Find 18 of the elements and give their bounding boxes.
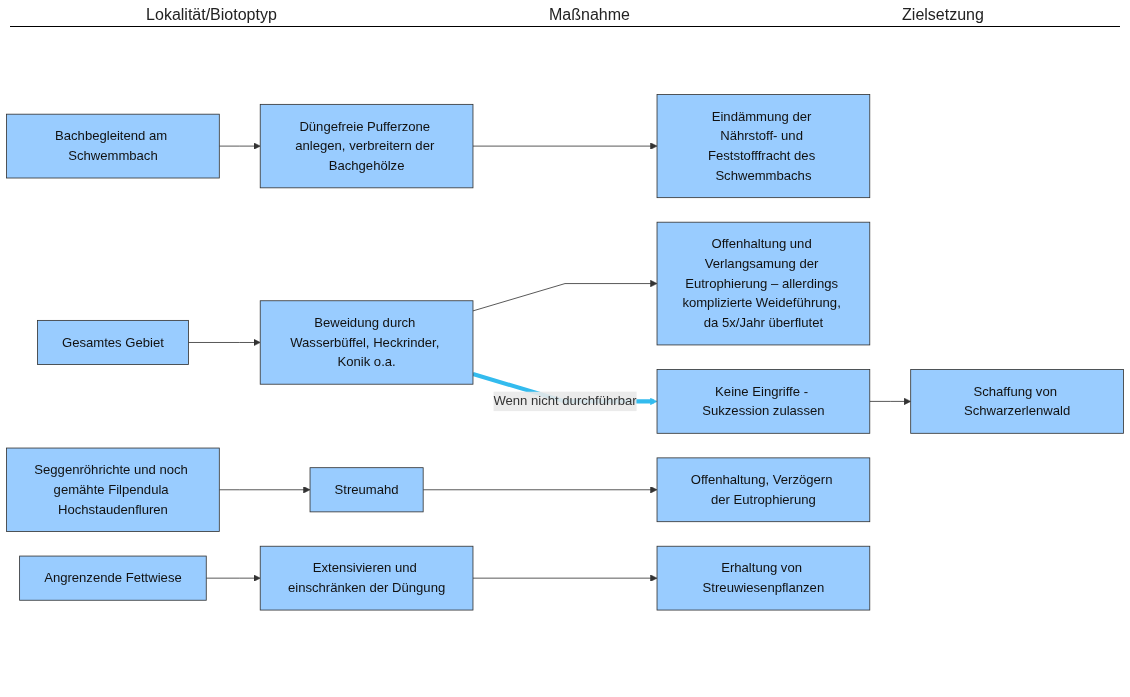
node-box: Erhaltung von Streuwiesenpflanzen	[656, 545, 871, 611]
node-box: Beweidung durch Wasserbüffel, Heckrinder, Konik o.a.	[259, 300, 474, 385]
node-box: Offenhaltung, Verzögern der Eutrophierung	[656, 457, 871, 522]
node-box: Schaffung von Schwarzerlenwald	[910, 368, 1124, 434]
node-box: Keine Eingriffe - Sukzession zulassen	[656, 368, 871, 434]
node-box: Bachbegleitend am Schwemmbach	[6, 113, 220, 179]
node-box: Düngefreie Pufferzone anlegen, verbreitern der Bachgehölze	[259, 103, 474, 188]
edge-label: Wenn nicht durchführbar	[493, 393, 637, 408]
node-box: Streumahd	[309, 466, 424, 512]
column-heading: Zielsetzung	[902, 6, 984, 24]
node-box: Seggenröhrichte und noch gemähte Filpendula Hochstaudenfluren	[6, 447, 220, 532]
node-box: Extensivieren und einschränken der Düngung	[259, 545, 474, 611]
node-box: Angrenzende Fettwiese	[19, 555, 207, 601]
node-box: Gesamtes Gebiet	[37, 319, 189, 365]
column-heading: Maßnahme	[549, 6, 630, 24]
node-box: Eindämmung der Nährstoff- und Feststofffracht des Schwemmbachs	[656, 93, 871, 198]
node-box: Offenhaltung und Verlangsamung der Eutrophierung – allerdings komplizierte Weideführung, da 5x/Jahr überflutet	[656, 221, 871, 346]
column-heading: Lokalität/Biotoptyp	[146, 6, 277, 24]
